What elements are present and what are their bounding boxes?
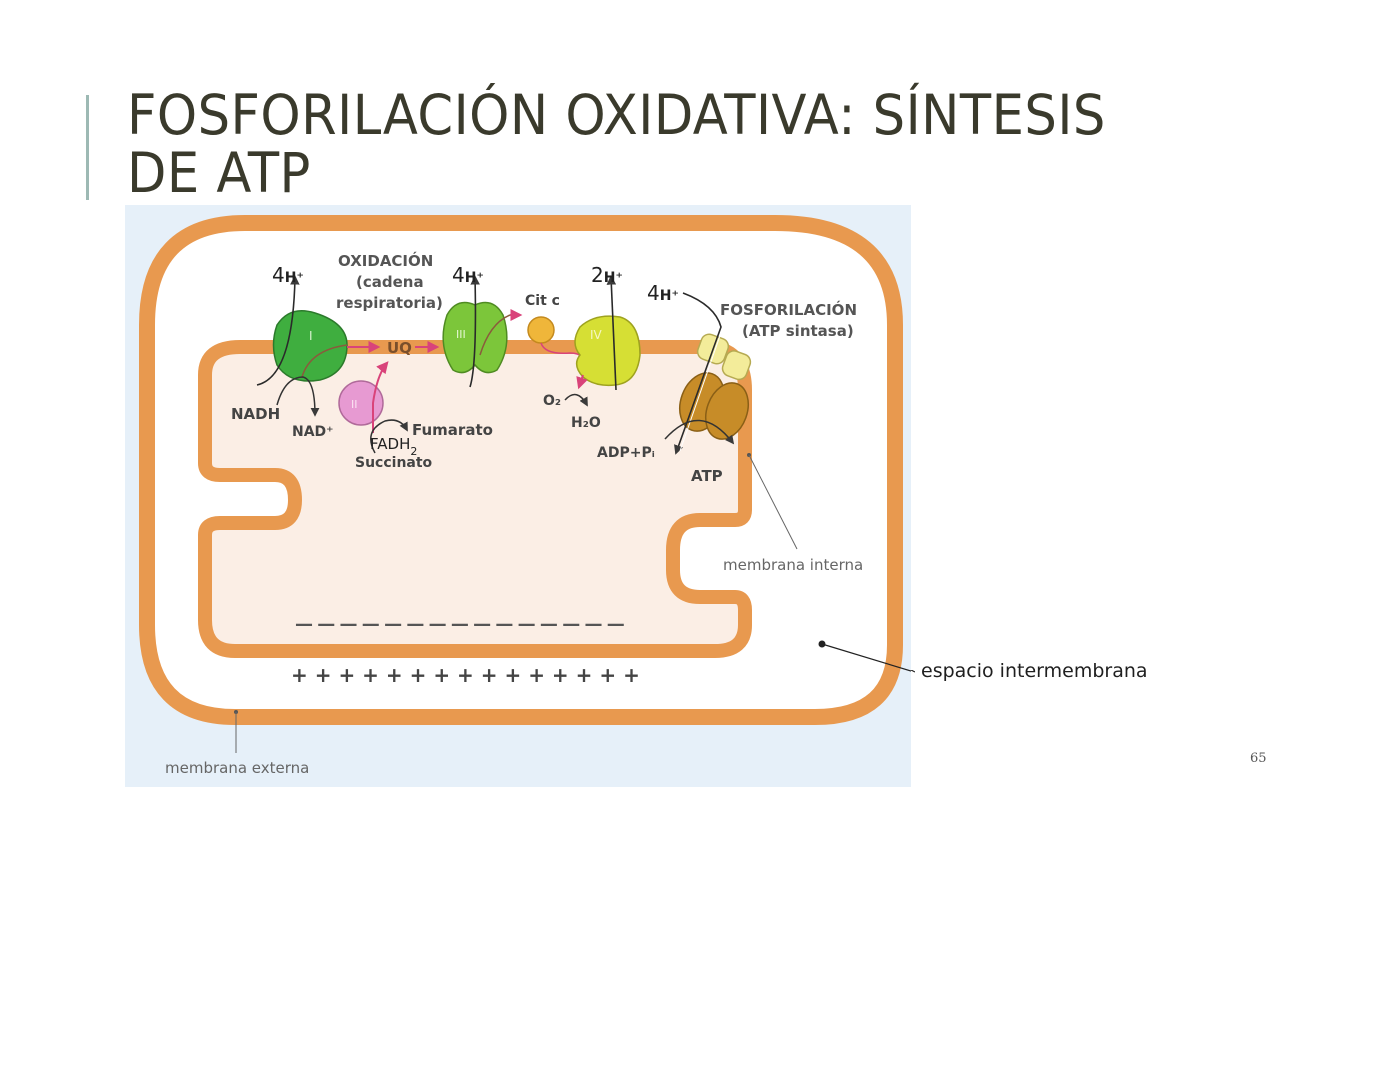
mitochondria-diagram: I UQ NADH NAD⁺ II Fumarato FADH2 Succina…	[125, 205, 911, 787]
uq-label: UQ	[387, 339, 412, 357]
nadh-label: NADH	[231, 405, 280, 423]
oxygen-label: O₂	[543, 393, 561, 409]
inner-membrane-label: membrana interna	[723, 556, 863, 574]
negative-charges: — — — — — — — — — — — — — — —	[295, 614, 625, 635]
protons-complex-iv: 2H⁺	[591, 263, 623, 287]
slide-title-line-2: DE ATP	[127, 141, 311, 205]
protons-atp-synthase: 4H⁺	[647, 281, 679, 305]
inner-membrane-pointer	[748, 454, 798, 550]
slide-title: FOSFORILACIÓN OXIDATIVA: SÍNTESIS DE ATP	[127, 86, 1197, 202]
oxidation-title: OXIDACIÓN	[338, 251, 433, 270]
complex-ii-label: II	[351, 398, 358, 411]
title-accent-bar	[86, 95, 89, 200]
water-label: H₂O	[571, 415, 601, 431]
phosphorylation-subtitle: (ATP sintasa)	[742, 322, 854, 340]
complex-iv-label: IV	[590, 328, 603, 342]
inner-membrane	[198, 340, 752, 658]
succinate-label: Succinato	[355, 455, 433, 471]
intermembrane-pointer-tail	[911, 670, 915, 673]
fadh2-label: FADH2	[370, 435, 417, 458]
page-number: 65	[1250, 751, 1267, 766]
complex-i-label: I	[309, 329, 313, 343]
phosphorylation-title: FOSFORILACIÓN	[720, 300, 857, 319]
atp-synthase	[664, 292, 752, 455]
complex-iii: III	[442, 275, 523, 388]
oxidation-subtitle-2: respiratoria)	[336, 294, 443, 312]
slide-title-line-1: FOSFORILACIÓN OXIDATIVA: SÍNTESIS	[127, 83, 1106, 147]
outer-membrane-label: membrana externa	[165, 759, 309, 777]
atp-label: ATP	[691, 467, 723, 485]
fumarate-label: Fumarato	[412, 421, 493, 439]
intermembrane-pointer	[821, 643, 911, 672]
complex-ii: II	[338, 361, 408, 454]
cit-c-label: Cit c	[525, 293, 560, 309]
intermembrane-space-label: espacio intermembrana	[921, 660, 1148, 682]
protons-complex-iii: 4H⁺	[452, 263, 484, 287]
oxidation-subtitle-1: (cadena	[356, 273, 424, 291]
complex-iii-label: III	[456, 328, 466, 341]
nad-label: NAD⁺	[292, 424, 334, 440]
protons-complex-i: 4H⁺	[272, 263, 304, 287]
complex-iv: IV	[564, 275, 641, 407]
complex-i: I	[256, 275, 348, 386]
adp-pi-label: ADP+Pᵢ	[597, 445, 655, 461]
positive-charges: + + + + + + + + + + + + + + +	[291, 663, 640, 687]
nadh-arrow	[276, 376, 320, 417]
